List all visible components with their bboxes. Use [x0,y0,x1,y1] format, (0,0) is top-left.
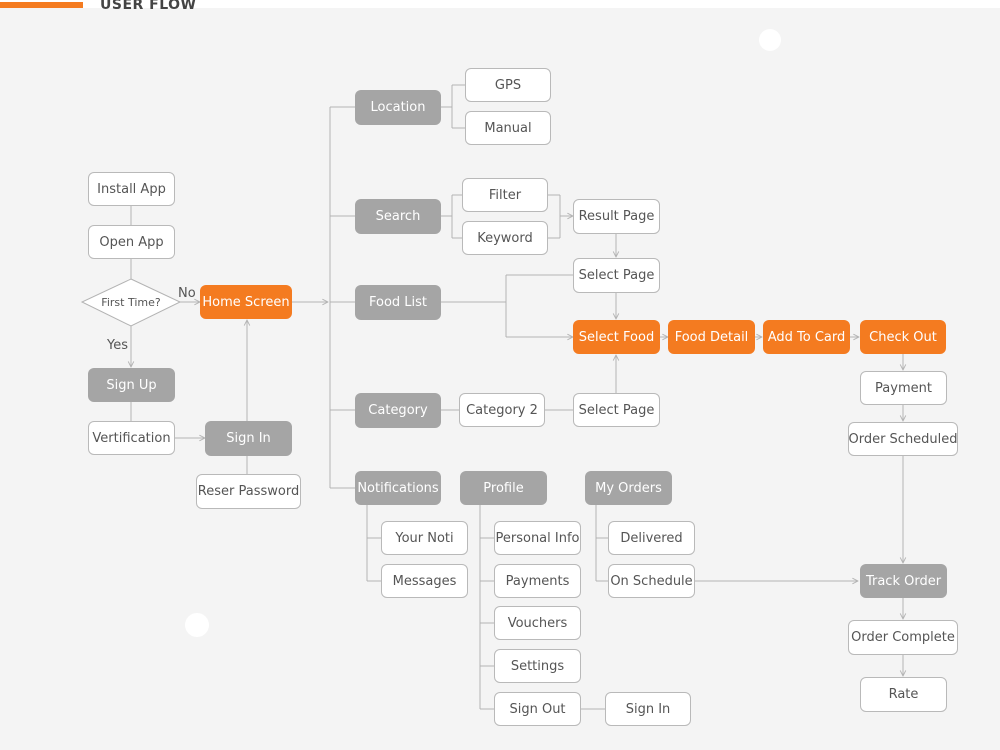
check-out-node: Check Out [860,320,946,354]
select-page-bottom-node: Select Page [573,393,660,427]
delivered-node: Delivered [608,521,695,555]
select-food-node: Select Food [573,320,660,354]
track-order-node: Track Order [860,564,947,598]
home-screen-node: Home Screen [200,285,292,319]
payments-node: Payments [494,564,581,598]
messages-node: Messages [381,564,468,598]
sign-in-profile-node: Sign In [605,692,691,726]
food-detail-node: Food Detail [668,320,755,354]
notifications-node: Notifications [355,471,441,505]
sign-in-node: Sign In [205,421,292,456]
your-noti-node: Your Noti [381,521,468,555]
food-list-node: Food List [355,285,441,320]
gps-node: GPS [465,68,551,102]
payment-node: Payment [860,371,947,405]
verification-node: Vertification [88,421,175,455]
decor-dot [759,29,781,51]
result-page-node: Result Page [573,199,660,234]
install-app-node: Install App [88,172,175,206]
filter-node: Filter [462,178,548,212]
order-complete-node: Order Complete [848,620,958,655]
location-node: Location [355,90,441,125]
top-bar [0,0,1000,8]
settings-node: Settings [494,649,581,683]
page-title: USER FLOW [100,0,197,13]
title-accent [0,2,83,8]
reset-password-node: Reser Password [196,474,301,509]
open-app-node: Open App [88,225,175,259]
sign-up-node: Sign Up [88,368,175,402]
on-schedule-node: On Schedule [608,564,695,598]
add-to-card-node: Add To Card [763,320,850,354]
my-orders-node: My Orders [585,471,672,505]
vouchers-node: Vouchers [494,606,581,640]
first-time-diamond [80,278,182,327]
category-2-node: Category 2 [459,393,545,427]
yes-edge-label: Yes [107,338,128,353]
manual-node: Manual [465,111,551,145]
search-node: Search [355,199,441,234]
no-edge-label: No [178,286,196,301]
keyword-node: Keyword [462,221,548,255]
personal-info-node: Personal Info [494,521,581,555]
select-page-top-node: Select Page [573,258,660,293]
category-node: Category [355,393,441,428]
first-time-label: First Time? [101,295,161,309]
sign-out-node: Sign Out [494,692,581,726]
rate-node: Rate [860,677,947,712]
order-scheduled-node: Order Scheduled [848,422,958,456]
profile-node: Profile [460,471,547,505]
decor-dot [185,613,209,637]
